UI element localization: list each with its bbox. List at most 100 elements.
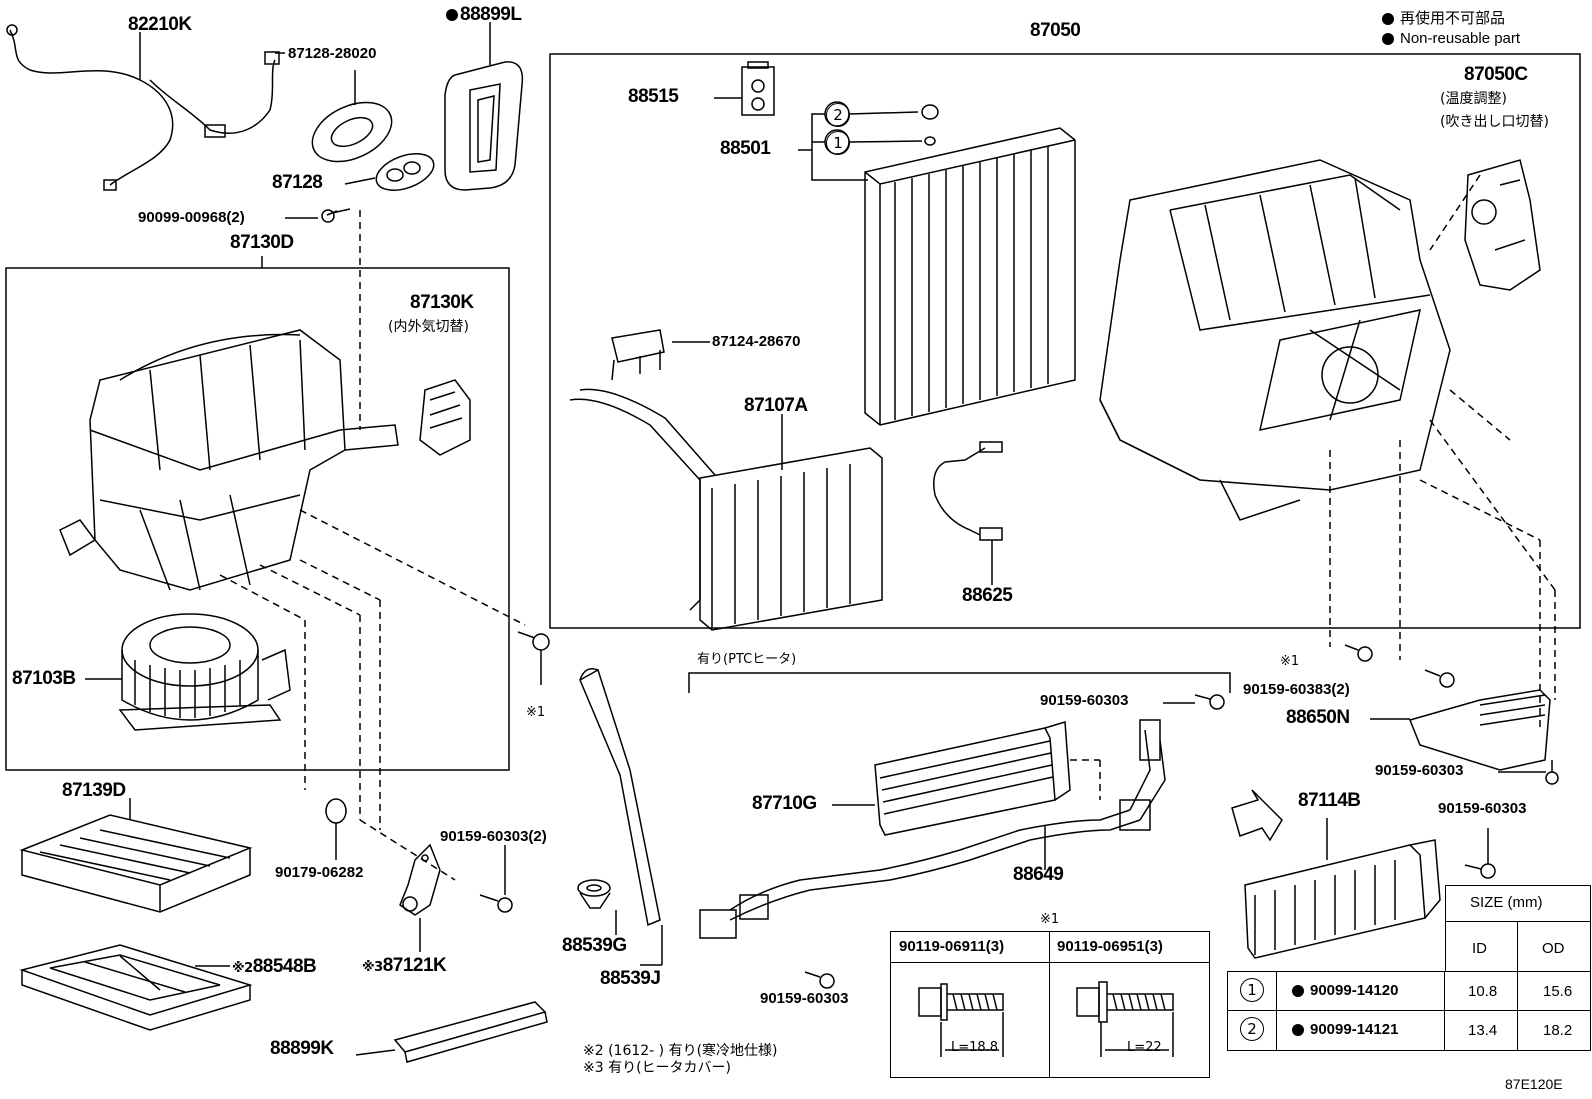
duct-seal-88899L-drawing (444, 61, 524, 191)
size-table-body: 1 90099-14120 10.8 15.6 2 90099-14121 13… (1227, 971, 1591, 1051)
label-90179-06282[interactable]: 90179-06282 (275, 864, 364, 881)
size-id-header: ID (1472, 940, 1487, 957)
legend-en: Non-reusable part (1382, 30, 1520, 47)
size-col-divider-2 (1444, 972, 1445, 1050)
non-reusable-dot-icon (1382, 33, 1394, 46)
label-90159-60303-b[interactable]: 90159-60303 (760, 990, 849, 1007)
label-88548B[interactable]: ※288548B (232, 956, 317, 978)
circle-1: 1 (1240, 978, 1264, 1002)
label-82210K[interactable]: 82210K (128, 14, 192, 35)
bolt-col-1: 90119-06911(3) (899, 938, 1005, 955)
label-88650N[interactable]: 88650N (1286, 707, 1350, 728)
sensor-88625-drawing (933, 441, 1003, 541)
label-87107A[interactable]: 87107A (744, 395, 808, 416)
unit-frame (549, 53, 1581, 629)
size-row-2-no: 2 (1240, 1017, 1264, 1041)
bolt-icons (918, 981, 1174, 1057)
label-87139D[interactable]: 87139D (62, 780, 126, 801)
label-87050[interactable]: 87050 (1030, 20, 1081, 41)
bolt-col-2: 90119-06951(3) (1057, 938, 1163, 955)
hvac-unit-drawing (1099, 159, 1451, 521)
label-88899K[interactable]: 88899K (270, 1038, 334, 1059)
label-88625[interactable]: 88625 (962, 585, 1013, 606)
bolt-table-divider-v (1049, 932, 1050, 1077)
size-title: SIZE (mm) (1470, 894, 1543, 911)
label-88501[interactable]: 88501 (720, 138, 771, 159)
label-87710G[interactable]: 87710G (752, 793, 817, 814)
size-row-1-od: 15.6 (1543, 983, 1573, 1000)
heater-core-87107A-drawing (569, 388, 883, 631)
label-87130K[interactable]: 87130K (410, 292, 474, 313)
ptc-bracket (688, 672, 1231, 693)
mark-1-blower: ※1 (526, 705, 546, 720)
label-90159-60303-2[interactable]: 90159-60303(2) (440, 828, 547, 845)
size-table-header-box (1445, 885, 1591, 971)
label-88539J[interactable]: 88539J (600, 968, 661, 989)
non-reusable-dot-icon (1292, 985, 1304, 998)
bracket-87121K-drawing (399, 843, 441, 916)
label-90159-60303-c[interactable]: 90159-60303 (1375, 762, 1464, 779)
label-87103B[interactable]: 87103B (12, 668, 76, 689)
label-87121K[interactable]: ※387121K (362, 955, 447, 977)
label-88548B-text: 88548B (252, 956, 317, 977)
bolt-table-divider-h (891, 962, 1209, 963)
seal-88899K-drawing (393, 1001, 548, 1063)
bolt-table: 90119-06911(3) 90119-06951(3) L=18.8 L=2… (890, 931, 1210, 1078)
label-87128-28020[interactable]: 87128-28020 (288, 45, 377, 62)
wire-harness-82210K-drawing (6, 24, 280, 191)
bolt-len-1: L=18.8 (951, 1040, 999, 1055)
label-90099-00968[interactable]: 90099-00968(2) (138, 209, 245, 226)
oring-1-circle: 1 (826, 131, 850, 155)
size-col-divider-1 (1276, 972, 1277, 1050)
label-90159-60303-d[interactable]: 90159-60303 (1438, 800, 1527, 817)
mark-2: ※2 (232, 961, 253, 976)
seal-87128-drawing (311, 101, 435, 191)
label-87121K-text: 87121K (382, 955, 447, 976)
air-filter-87139D-drawing (19, 814, 253, 913)
clamp-87124-drawing (611, 329, 665, 381)
label-88515[interactable]: 88515 (628, 86, 679, 107)
size-row-1-part: 90099-14120 (1292, 982, 1398, 999)
size-row-2-id: 13.4 (1468, 1022, 1498, 1039)
size-row-1-part-text: 90099-14120 (1310, 982, 1399, 999)
label-87050C[interactable]: 87050C (1464, 64, 1528, 85)
label-90159-60383[interactable]: 90159-60383(2) (1243, 681, 1350, 698)
circle-2: 2 (826, 103, 850, 127)
label-87050C-desc2: (吹き出し口切替) (1440, 114, 1549, 130)
blower-frame (5, 267, 510, 771)
note-2: ※2 (1612- ) 有り(寒冷地仕様) (583, 1043, 778, 1059)
circle-2: 2 (1240, 1017, 1264, 1041)
non-reusable-dot-icon (446, 8, 458, 21)
ptc-heater-87114B-drawing (1244, 839, 1441, 959)
size-row-1-no: 1 (1240, 978, 1264, 1002)
size-table: SIZE (mm) ID OD 1 90099-14120 10.8 15.6 … (1227, 885, 1591, 1051)
label-88539G[interactable]: 88539G (562, 935, 627, 956)
note-3: ※3 有り(ヒータカバー) (583, 1060, 732, 1076)
circle-1: 1 (826, 131, 850, 155)
size-table-header-mid (1517, 921, 1518, 1051)
legend-jp-text: 再使用不可部品 (1400, 9, 1506, 27)
label-87130D[interactable]: 87130D (230, 232, 294, 253)
arrow-drawing (1231, 789, 1283, 842)
label-87114B[interactable]: 87114B (1298, 790, 1361, 811)
size-table-header-line (1445, 921, 1591, 922)
label-87050C-desc1: (温度調整) (1440, 91, 1507, 107)
harness-88649-drawing (699, 719, 1166, 939)
label-90159-60303-a[interactable]: 90159-60303 (1040, 692, 1129, 709)
size-od-header: OD (1542, 940, 1565, 957)
drain-hose-88539J-drawing (579, 668, 661, 927)
size-row-1-id: 10.8 (1468, 983, 1498, 1000)
servo-87130K-drawing (419, 379, 471, 456)
label-87124-28670[interactable]: 87124-28670 (712, 333, 801, 350)
label-87128[interactable]: 87128 (272, 172, 323, 193)
label-88899L-text: 88899L (460, 4, 522, 25)
footer-code: 87E120E (1505, 1076, 1563, 1092)
label-88899L[interactable]: 88899L (446, 4, 522, 26)
bolt-table-mark: ※1 (1040, 912, 1060, 927)
label-88649[interactable]: 88649 (1013, 864, 1064, 885)
ptc-heater-87710G-drawing (874, 721, 1071, 836)
expansion-valve-88515-drawing (741, 61, 775, 116)
size-row-2-part: 90099-14121 (1292, 1021, 1398, 1038)
legend-jp: 再使用不可部品 (1382, 7, 1505, 28)
